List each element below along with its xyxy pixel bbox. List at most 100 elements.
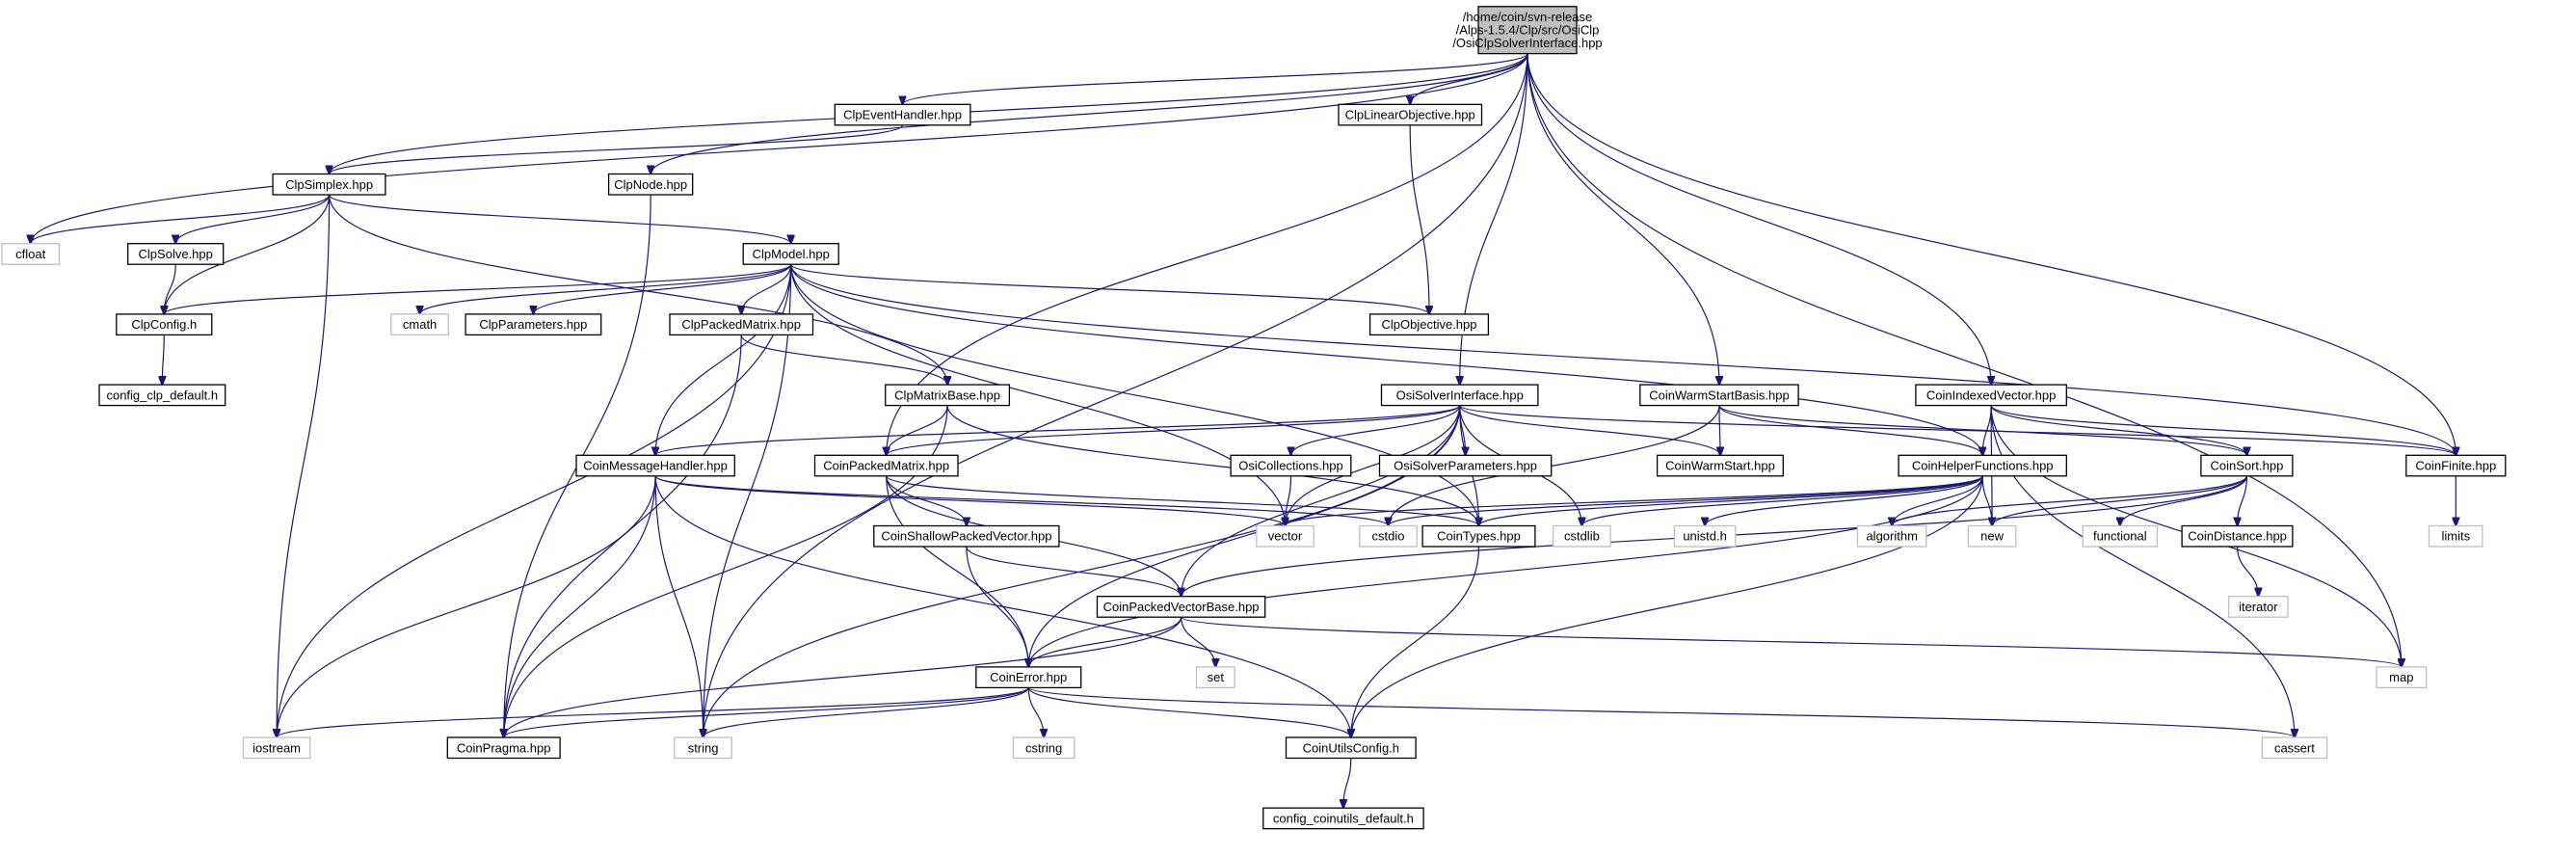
node-OsiSolverInterface-label: OsiSolverInterface.hpp	[1396, 388, 1524, 402]
node-CoinSort[interactable]: CoinSort.hpp	[2200, 454, 2294, 477]
edges-layer	[31, 53, 2456, 809]
edge-root-to-ClpNode	[651, 53, 1528, 174]
node-limits-box	[2428, 524, 2483, 548]
node-ClpObjective[interactable]: ClpObjective.hpp	[1368, 313, 1490, 336]
edge-OsiSolverInterface-to-CoinWarmStart	[1459, 405, 1720, 456]
node-OsiCollections-label: OsiCollections.hpp	[1238, 459, 1342, 473]
node-ClpEventHandler-box	[834, 103, 971, 126]
node-cmath-label: cmath	[403, 317, 437, 332]
node-OsiCollections[interactable]: OsiCollections.hpp	[1230, 454, 1352, 477]
edge-ClpModel-to-cmath	[420, 263, 792, 314]
node-map-box	[2376, 666, 2428, 689]
node-config_clp_default-label: config_clp_default.h	[106, 388, 218, 402]
node-vector: vector	[1256, 524, 1315, 548]
node-ClpPackedMatrix[interactable]: ClpPackedMatrix.hpp	[669, 313, 814, 336]
node-ClpSimplex-box	[272, 173, 386, 196]
edge-CoinPackedVectorBase-to-CoinError	[1028, 616, 1182, 667]
edge-CoinWarmStartBasis-to-CoinSort	[1718, 405, 2246, 456]
node-CoinMessageHandler[interactable]: CoinMessageHandler.hpp	[575, 454, 735, 477]
node-ClpParameters[interactable]: ClpParameters.hpp	[465, 313, 602, 336]
node-root-label: /Alps-1.5.4/Clp/src/OsiClp	[1456, 23, 1600, 38]
node-CoinHelperFunctions[interactable]: CoinHelperFunctions.hpp	[1898, 454, 2067, 477]
edge-CoinPackedMatrix-to-CoinShallowPackedVector	[886, 475, 967, 526]
node-ClpModel[interactable]: ClpModel.hpp	[742, 243, 839, 265]
node-OsiSolverParameters-box	[1378, 454, 1553, 477]
node-CoinPragma[interactable]: CoinPragma.hpp	[446, 736, 561, 760]
node-root[interactable]: /home/coin/svn-release/Alps-1.5.4/Clp/sr…	[1452, 6, 1603, 55]
edge-root-to-CoinPackedMatrix	[887, 53, 1528, 456]
edge-CoinMessageHandler-to-vector	[654, 475, 1285, 526]
node-OsiSolverInterface[interactable]: OsiSolverInterface.hpp	[1380, 384, 1539, 407]
node-CoinError-box	[975, 666, 1082, 689]
node-ClpSolve[interactable]: ClpSolve.hpp	[127, 243, 225, 265]
edge-root-to-string	[704, 53, 1528, 737]
edge-CoinHelperFunctions-to-vector	[1286, 475, 1983, 526]
node-ClpSolve-box	[127, 243, 225, 265]
node-ClpConfig-box	[116, 313, 213, 336]
node-ClpModel-box	[742, 243, 839, 265]
node-CoinFinite[interactable]: CoinFinite.hpp	[2405, 454, 2507, 477]
node-CoinError-label: CoinError.hpp	[990, 670, 1067, 684]
node-CoinWarmStart-label: CoinWarmStart.hpp	[1665, 459, 1775, 473]
node-CoinTypes[interactable]: CoinTypes.hpp	[1421, 524, 1536, 548]
edge-CoinTypes-to-CoinUtilsConfig	[1351, 546, 1480, 737]
node-cstring: cstring	[1012, 736, 1076, 760]
edge-CoinSort-to-new	[1992, 475, 2247, 526]
node-ClpMatrixBase[interactable]: ClpMatrixBase.hpp	[885, 384, 1011, 407]
edge-CoinError-to-CoinPragma	[504, 686, 1029, 737]
node-map-label: map	[2389, 670, 2413, 684]
node-CoinTypes-box	[1421, 524, 1536, 548]
node-CoinTypes-label: CoinTypes.hpp	[1437, 529, 1521, 544]
edge-ClpModel-to-ClpObjective	[790, 263, 1429, 314]
node-ClpNode[interactable]: ClpNode.hpp	[607, 173, 694, 196]
edge-CoinWarmStartBasis-to-CoinHelperFunctions	[1718, 405, 1982, 456]
edge-CoinPackedVectorBase-to-map	[1181, 616, 2402, 667]
edge-ClpMatrixBase-to-CoinPackedMatrix	[887, 405, 948, 456]
node-cstdlib-label: cstdlib	[1564, 529, 1600, 544]
edge-ClpModel-to-string	[704, 264, 792, 737]
node-config_coinutils_default[interactable]: config_coinutils_default.h	[1262, 807, 1424, 830]
node-CoinPragma-box	[446, 736, 561, 760]
node-CoinPackedMatrix-box	[813, 454, 959, 477]
node-CoinWarmStartBasis-label: CoinWarmStartBasis.hpp	[1649, 388, 1789, 402]
node-CoinPackedVectorBase[interactable]: CoinPackedVectorBase.hpp	[1096, 596, 1266, 618]
node-cstdlib: cstdlib	[1553, 524, 1611, 548]
node-CoinShallowPackedVector[interactable]: CoinShallowPackedVector.hpp	[873, 524, 1060, 548]
node-ClpConfig[interactable]: ClpConfig.h	[116, 313, 213, 336]
edge-CoinShallowPackedVector-to-CoinPackedVectorBase	[966, 546, 1182, 597]
node-CoinPackedMatrix[interactable]: CoinPackedMatrix.hpp	[813, 454, 959, 477]
node-cfloat-box	[1, 243, 61, 265]
node-ClpLinearObjective[interactable]: ClpLinearObjective.hpp	[1338, 103, 1483, 126]
edge-root-to-map	[1527, 53, 2402, 667]
edge-OsiSolverInterface-to-CoinPackedMatrix	[887, 405, 1461, 456]
edge-CoinDistance-to-iterator	[2237, 546, 2259, 597]
node-OsiSolverParameters[interactable]: OsiSolverParameters.hpp	[1378, 454, 1553, 477]
node-limits-label: limits	[2441, 529, 2470, 544]
edge-CoinError-to-iostream	[277, 686, 1029, 737]
node-CoinWarmStart[interactable]: CoinWarmStart.hpp	[1656, 454, 1784, 477]
node-OsiCollections-box	[1230, 454, 1352, 477]
node-CoinIndexedVector[interactable]: CoinIndexedVector.hpp	[1915, 384, 2067, 407]
node-ClpMatrixBase-label: ClpMatrixBase.hpp	[894, 388, 1000, 402]
nodes-layer: /home/coin/svn-release/Alps-1.5.4/Clp/sr…	[1, 6, 2507, 830]
node-config_clp_default[interactable]: config_clp_default.h	[98, 384, 226, 407]
node-CoinSort-box	[2200, 454, 2294, 477]
node-CoinWarmStartBasis[interactable]: CoinWarmStartBasis.hpp	[1639, 384, 1799, 407]
node-CoinPackedVectorBase-box	[1096, 596, 1266, 618]
node-iterator-box	[2227, 596, 2289, 618]
node-CoinError[interactable]: CoinError.hpp	[975, 666, 1082, 689]
node-CoinShallowPackedVector-box	[873, 524, 1060, 548]
edge-OsiSolverInterface-to-CoinError	[1028, 405, 1461, 667]
node-cstring-box	[1012, 736, 1076, 760]
node-ClpSimplex[interactable]: ClpSimplex.hpp	[272, 173, 386, 196]
node-CoinIndexedVector-label: CoinIndexedVector.hpp	[1926, 388, 2056, 402]
node-cmath-box	[390, 313, 449, 336]
edge-OsiSolverInterface-to-OsiCollections	[1291, 405, 1461, 456]
node-ClpEventHandler[interactable]: ClpEventHandler.hpp	[834, 103, 971, 126]
node-root-label: /home/coin/svn-release	[1463, 10, 1592, 24]
node-CoinUtilsConfig[interactable]: CoinUtilsConfig.h	[1285, 736, 1417, 760]
edge-CoinPackedVectorBase-to-CoinPragma	[504, 617, 1182, 737]
node-ClpSolve-label: ClpSolve.hpp	[139, 247, 213, 261]
node-CoinDistance[interactable]: CoinDistance.hpp	[2181, 524, 2294, 548]
edge-ClpSimplex-to-ClpSolve	[175, 194, 331, 244]
